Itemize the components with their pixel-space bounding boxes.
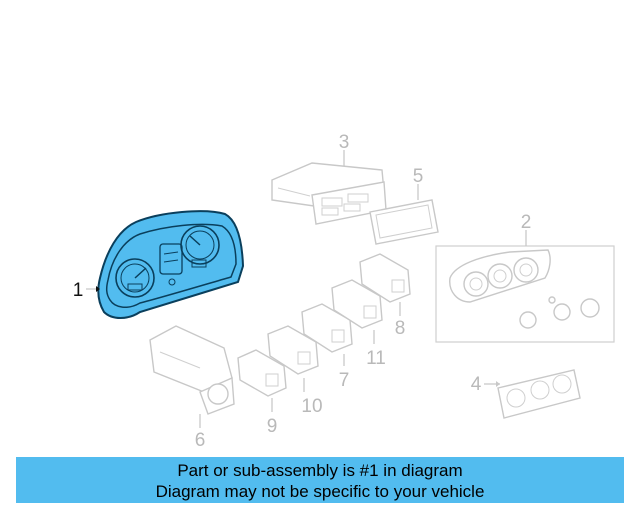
callout-6[interactable]: 6 — [195, 430, 206, 451]
callout-2[interactable]: 2 — [521, 212, 532, 233]
leader-1-arrow — [96, 286, 100, 292]
callout-7[interactable]: 7 — [339, 370, 350, 391]
banner-line-1: Part or sub-assembly is #1 in diagram — [177, 461, 463, 480]
parts-diagram: 1 2 3 4 5 6 7 8 9 10 11 — [73, 132, 615, 451]
callout-4[interactable]: 4 — [471, 374, 482, 395]
info-banner: Part or sub-assembly is #1 in diagram Di… — [16, 457, 624, 503]
leader-4-arrow — [496, 381, 500, 387]
part-9-switch[interactable] — [237, 349, 287, 397]
part-6-headlight-switch[interactable] — [149, 325, 235, 415]
part-7-switch[interactable] — [301, 303, 353, 353]
callout-9[interactable]: 9 — [267, 416, 278, 437]
callout-3[interactable]: 3 — [339, 132, 350, 153]
part-3-display-unit[interactable] — [271, 162, 387, 225]
callout-5[interactable]: 5 — [413, 166, 424, 187]
part-5-bezel-plate[interactable] — [369, 199, 439, 245]
callout-11[interactable]: 11 — [366, 348, 386, 369]
part-4-trim-bezel[interactable] — [497, 369, 581, 419]
part-11-switch[interactable] — [331, 279, 383, 329]
callout-1[interactable]: 1 — [73, 280, 84, 301]
callout-8[interactable]: 8 — [395, 318, 406, 339]
part-10-switch[interactable] — [267, 325, 319, 375]
part-1-instrument-cluster[interactable] — [97, 210, 245, 319]
part-8-switch[interactable] — [359, 253, 411, 303]
part-2-heater-control[interactable] — [435, 245, 615, 343]
banner-line-2: Diagram may not be specific to your vehi… — [155, 482, 485, 501]
callout-10[interactable]: 10 — [301, 396, 322, 417]
